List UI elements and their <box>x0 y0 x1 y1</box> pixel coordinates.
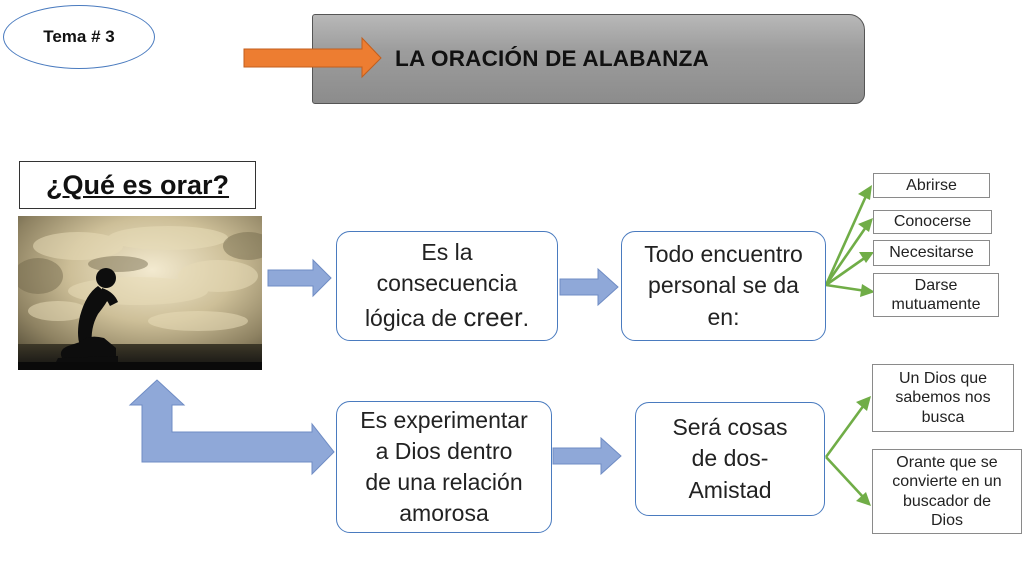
node-friendship: Será cosas de dos- Amistad <box>635 402 825 516</box>
node-experience-god: Es experimentar a Dios dentro de una rel… <box>336 401 552 533</box>
node1-line1: Es la <box>421 239 473 266</box>
green-connectors-bottom <box>824 396 871 506</box>
leaf-god-line3: busca <box>921 408 965 426</box>
node1-line2: consecuencia <box>376 270 518 297</box>
leaf-god-line1: Un Dios que <box>898 370 988 388</box>
title-banner: LA ORACIÓN DE ALABANZA <box>312 14 865 104</box>
question-heading: ¿Qué es orar? <box>19 161 256 209</box>
green-connectors-top <box>824 185 875 297</box>
blue-arrow-node3-to-node4 <box>552 436 622 476</box>
orange-arrow <box>243 36 382 79</box>
topic-number-badge: Tema # 3 <box>3 5 155 69</box>
leaf-god-seeks-us: Un Dios que sabemos nos busca <box>872 364 1014 432</box>
blue-arrow-node1-to-node2 <box>559 267 619 307</box>
question-text: ¿Qué es orar? <box>45 169 230 200</box>
node1-emphasis: creer <box>463 301 523 332</box>
leaf-conocerse: Conocerse <box>873 210 992 234</box>
node3-line4: amorosa <box>399 500 489 527</box>
topic-number-text: Tema # 3 <box>43 27 115 46</box>
node3-line2: a Dios dentro <box>375 437 513 464</box>
node2-line2: personal se da <box>648 272 799 299</box>
leaf-darse-line1: Darse <box>914 276 958 294</box>
node1-line3-suffix: . <box>522 304 530 331</box>
praying-silhouette-illustration <box>18 216 262 370</box>
node-personal-encounter: Todo encuentro personal se da en: <box>621 231 826 341</box>
node4-line3: Amistad <box>688 476 772 503</box>
leaf-necesitarse: Necesitarse <box>873 240 990 266</box>
node2-line1: Todo encuentro <box>644 241 803 268</box>
leaf-abrirse: Abrirse <box>873 173 990 198</box>
blue-arrow-photo-to-node1 <box>267 258 332 298</box>
node3-line3: de una relación <box>365 469 523 495</box>
leaf-darse-mutuamente: Darse mutuamente <box>873 273 999 317</box>
praying-silhouette-image <box>18 216 262 370</box>
leaf-necesitarse-text: Necesitarse <box>889 244 974 262</box>
leaf-abrirse-text: Abrirse <box>906 176 957 194</box>
leaf-seeker-line3: buscador de <box>902 492 992 510</box>
page-title: LA ORACIÓN DE ALABANZA <box>395 46 709 71</box>
node1-line3: lógica de creer. <box>365 300 529 335</box>
node2-line3: en: <box>707 303 740 330</box>
leaf-god-line2: sabemos nos <box>895 389 991 407</box>
node-consequence-of-believing: Es la consecuencia lógica de creer. <box>336 231 558 341</box>
leaf-darse-line2: mutuamente <box>891 296 981 313</box>
leaf-seeker-of-god: Orante que se convierte en un buscador d… <box>872 449 1022 534</box>
node3-line1: Es experimentar <box>360 406 528 433</box>
leaf-conocerse-text: Conocerse <box>893 213 972 231</box>
node4-line1: Será cosas <box>672 414 788 441</box>
leaf-seeker-line1: Orante que se <box>896 454 998 472</box>
node4-line2: de dos- <box>691 445 769 472</box>
leaf-seeker-line2: convierte en un <box>892 473 1002 491</box>
leaf-seeker-line4: Dios <box>930 511 963 529</box>
blue-bent-arrow-photo-to-node3 <box>128 379 335 476</box>
node1-line3-prefix: lógica de <box>364 304 464 331</box>
